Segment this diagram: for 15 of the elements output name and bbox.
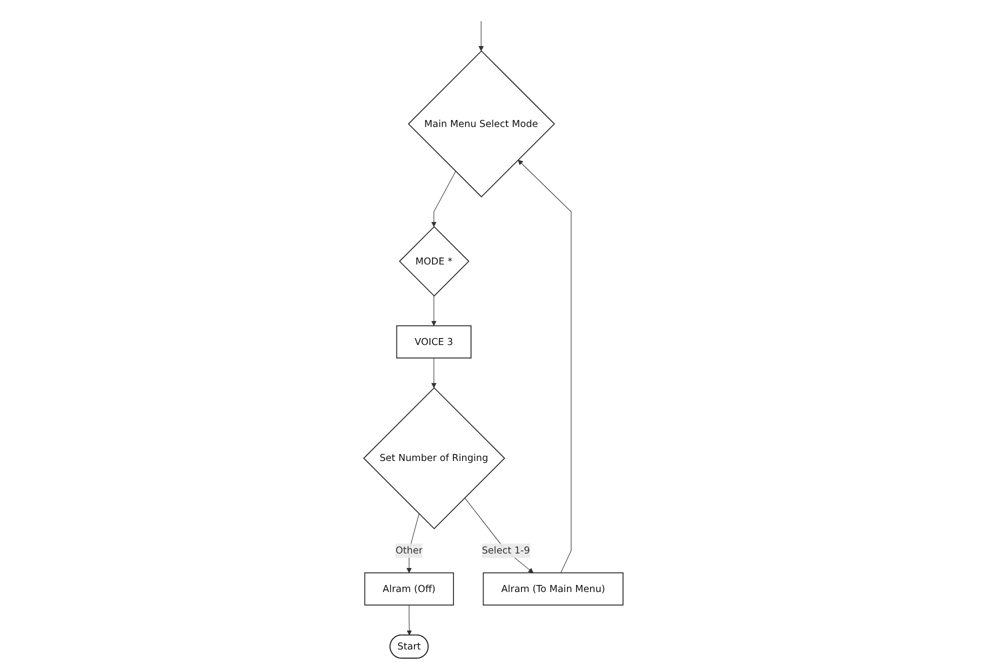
arrow: [478, 20, 484, 51]
arrow: [430, 170, 456, 226]
node-box: Alram (To Main Menu): [482, 572, 624, 606]
node-box: Alram (Off): [364, 572, 454, 606]
node-diamond: Main Menu Select Mode: [407, 50, 555, 197]
arrow: [406, 604, 412, 635]
arrow: [464, 497, 534, 573]
arrow: [430, 295, 436, 326]
edge-label: Other: [395, 544, 422, 556]
node-diamond: Set Number of Ringing: [362, 386, 505, 529]
node-diamond: MODE *: [398, 226, 469, 296]
node-box: VOICE 3: [396, 324, 472, 358]
edge-label: Select 1-9: [481, 544, 530, 556]
arrow: [430, 357, 436, 388]
arrow: [517, 159, 572, 573]
